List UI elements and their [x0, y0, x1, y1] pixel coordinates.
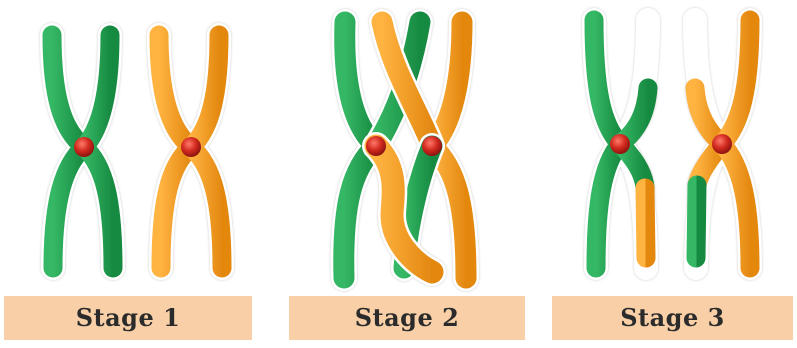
centromere — [712, 134, 732, 154]
centromere — [74, 137, 94, 157]
centromere — [366, 136, 386, 156]
stage-3-illustration — [594, 20, 750, 268]
stage-2-label: Stage 2 — [289, 296, 525, 340]
centromere — [422, 136, 442, 156]
stage-3-label: Stage 3 — [552, 296, 793, 340]
centromere — [181, 137, 201, 157]
centromere — [610, 134, 630, 154]
stage-1-illustration — [52, 35, 222, 268]
stage-1-label: Stage 1 — [4, 296, 252, 340]
stage-2-illustration — [344, 22, 466, 278]
